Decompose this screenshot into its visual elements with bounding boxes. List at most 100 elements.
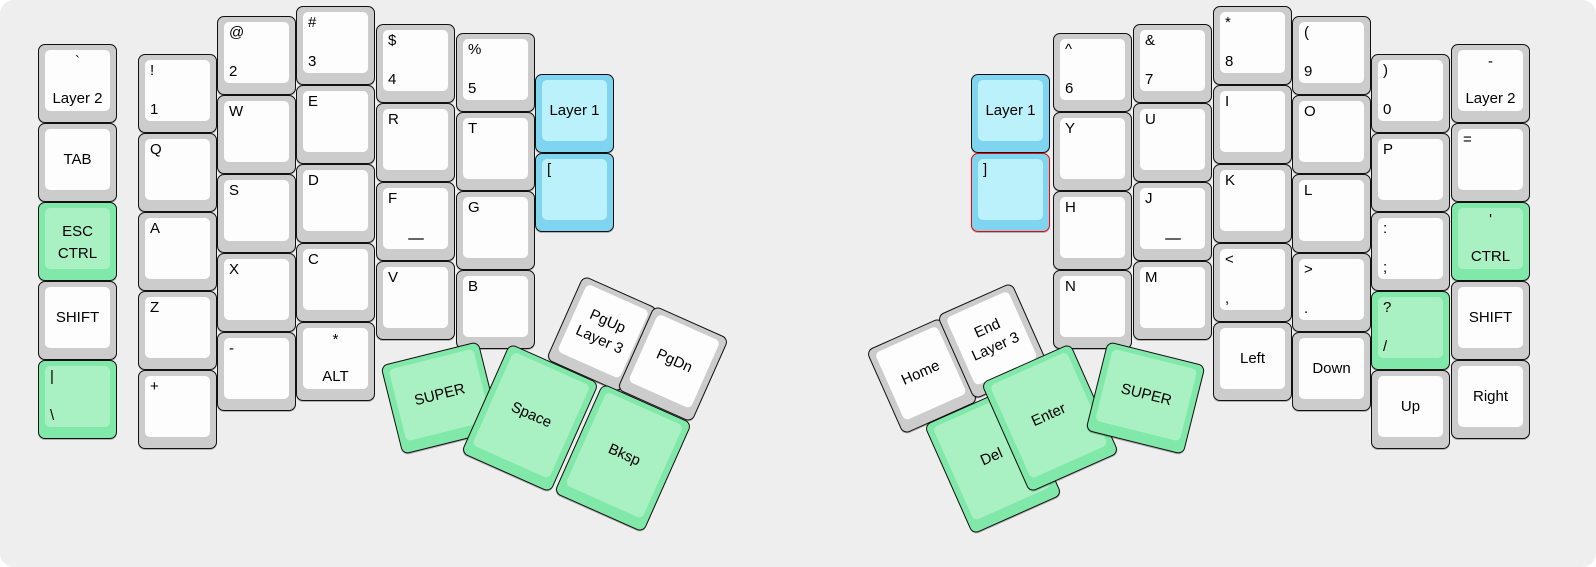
key-alt-cap: *ALT xyxy=(303,328,368,389)
key-quote-ctrl[interactable]: 'CTRL xyxy=(1451,202,1530,281)
key-6-cap: ^6 xyxy=(1060,39,1125,100)
key-i[interactable]: I xyxy=(1213,85,1292,164)
key-shift[interactable]: SHIFT xyxy=(38,281,117,360)
key-pipe-backslash[interactable]: |\ xyxy=(38,360,117,439)
key-r[interactable]: R xyxy=(376,103,455,182)
key-layer2-minus[interactable]: -Layer 2 xyxy=(1451,44,1530,123)
key-4-legend-main: 4 xyxy=(388,71,397,89)
key-7-legend-top: & xyxy=(1145,32,1156,49)
key-9[interactable]: (9 xyxy=(1292,16,1371,95)
key-o[interactable]: O xyxy=(1292,95,1371,174)
key-comma[interactable]: <, xyxy=(1213,243,1292,322)
key-right[interactable]: Right xyxy=(1451,360,1530,439)
key-v-cap: V xyxy=(383,267,448,328)
key-z[interactable]: Z xyxy=(138,291,217,370)
key-layer1-right-legend: Layer 1 xyxy=(985,101,1036,119)
key-2-legend-top: @ xyxy=(229,24,245,41)
key-s[interactable]: S xyxy=(217,174,296,253)
key-r-legend: R xyxy=(388,111,399,128)
key-f[interactable]: F xyxy=(376,182,455,261)
key-minus[interactable]: - xyxy=(217,332,296,411)
key-h[interactable]: H xyxy=(1053,191,1132,270)
key-u[interactable]: U xyxy=(1133,103,1212,182)
key-period-legend-top: > xyxy=(1304,261,1313,278)
key-layer2-grave-cap: ` Layer 2 xyxy=(45,50,110,111)
key-u-cap: U xyxy=(1140,109,1205,170)
key-layer2-grave-legend-main: Layer 2 xyxy=(52,90,103,108)
key-3-cap: #3 xyxy=(303,12,368,73)
key-bracket-right[interactable]: ] xyxy=(971,153,1050,232)
key-c-legend: C xyxy=(308,251,319,268)
key-4[interactable]: $4 xyxy=(376,24,455,103)
key-q[interactable]: Q xyxy=(138,133,217,212)
key-j[interactable]: J xyxy=(1133,182,1212,261)
key-w-legend: W xyxy=(229,103,244,120)
key-d-legend: D xyxy=(308,172,319,189)
key-quote-ctrl-legend-top: ' xyxy=(1489,211,1492,228)
key-g-legend: G xyxy=(468,199,480,216)
key-v[interactable]: V xyxy=(376,261,455,340)
key-t[interactable]: T xyxy=(456,112,535,191)
key-p[interactable]: P xyxy=(1371,133,1450,212)
key-d[interactable]: D xyxy=(296,164,375,243)
key-x[interactable]: X xyxy=(217,253,296,332)
key-tab[interactable]: TAB xyxy=(38,123,117,202)
key-1-legend-top: ! xyxy=(150,62,155,79)
key-a[interactable]: A xyxy=(138,212,217,291)
key-period[interactable]: >. xyxy=(1292,253,1371,332)
key-3[interactable]: #3 xyxy=(296,6,375,85)
key-slash[interactable]: ?/ xyxy=(1371,291,1450,370)
key-k-legend: K xyxy=(1225,172,1236,189)
key-m[interactable]: M xyxy=(1133,261,1212,340)
key-w[interactable]: W xyxy=(217,95,296,174)
key-layer2-grave-legend-top: ` xyxy=(75,53,80,70)
key-6-legend-main: 6 xyxy=(1065,80,1074,98)
key-7[interactable]: &7 xyxy=(1133,24,1212,103)
key-down[interactable]: Down xyxy=(1292,332,1371,411)
key-p-cap: P xyxy=(1378,139,1443,200)
key-bracket-left-legend: [ xyxy=(547,161,552,178)
key-2-legend-main: 2 xyxy=(229,63,238,81)
key-c[interactable]: C xyxy=(296,243,375,322)
key-layer1-right[interactable]: Layer 1 xyxy=(971,74,1050,153)
key-q-cap: Q xyxy=(145,139,210,200)
key-layer1-left[interactable]: Layer 1 xyxy=(535,74,614,153)
key-y[interactable]: Y xyxy=(1053,112,1132,191)
key-8-cap: *8 xyxy=(1220,12,1285,73)
key-6[interactable]: ^6 xyxy=(1053,33,1132,112)
key-left[interactable]: Left xyxy=(1213,322,1292,401)
key-pipe-backslash-legend-main: \ xyxy=(50,407,55,425)
key-up-cap: Up xyxy=(1378,376,1443,437)
key-u-legend: U xyxy=(1145,111,1156,128)
key-alt[interactable]: *ALT xyxy=(296,322,375,401)
key-equals[interactable]: = xyxy=(1451,123,1530,202)
key-g[interactable]: G xyxy=(456,191,535,270)
key-bksp-legend: Bksp xyxy=(605,440,644,470)
key-g-cap: G xyxy=(463,197,528,258)
key-period-legend-main: . xyxy=(1304,300,1309,318)
key-m-cap: M xyxy=(1140,267,1205,328)
key-1[interactable]: !1 xyxy=(138,54,217,133)
key-semicolon[interactable]: :; xyxy=(1371,212,1450,291)
key-e[interactable]: E xyxy=(296,85,375,164)
key-5[interactable]: %5 xyxy=(456,33,535,112)
key-l[interactable]: L xyxy=(1292,174,1371,253)
key-0[interactable]: )0 xyxy=(1371,54,1450,133)
key-8[interactable]: *8 xyxy=(1213,6,1292,85)
key-5-legend-top: % xyxy=(468,41,482,58)
key-tab-legend: TAB xyxy=(63,150,92,168)
key-layer2-grave[interactable]: ` Layer 2 xyxy=(38,44,117,123)
key-plus[interactable]: + xyxy=(138,370,217,449)
key-n[interactable]: N xyxy=(1053,270,1132,349)
key-k[interactable]: K xyxy=(1213,164,1292,243)
key-z-legend: Z xyxy=(150,299,160,316)
key-h-legend: H xyxy=(1065,199,1076,216)
key-bracket-left[interactable]: [ xyxy=(535,153,614,232)
key-b-legend: B xyxy=(468,278,479,295)
key-up[interactable]: Up xyxy=(1371,370,1450,449)
key-shift-right[interactable]: SHIFT xyxy=(1451,281,1530,360)
key-1-legend-main: 1 xyxy=(150,101,159,119)
key-2[interactable]: @2 xyxy=(217,16,296,95)
key-b[interactable]: B xyxy=(456,270,535,349)
